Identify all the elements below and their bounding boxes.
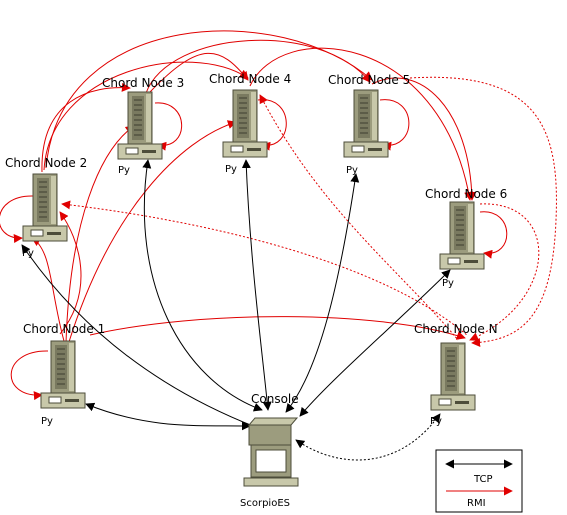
node-1-sub: Py [41,416,53,427]
console-label: Console [251,392,299,406]
legend-tcp: TCP [473,474,493,485]
node-2-sub: Py [22,248,34,259]
server-icon [22,173,68,242]
node-4[interactable]: Chord Node 4 Py [209,72,291,175]
legend-rmi: RMI [467,498,486,509]
node-n-sub: Py [430,416,442,427]
server-icon [439,201,485,270]
node-n-label: Chord Node N [414,322,498,336]
node-5-sub: Py [346,165,358,176]
node-3-label: Chord Node 3 [102,76,184,90]
node-2-label: Chord Node 2 [5,156,87,170]
console-sub: ScorpioES [240,498,290,509]
tcp-links [21,159,451,431]
node-6[interactable]: Chord Node 6 Py [425,187,507,289]
node-5-label: Chord Node 5 [328,73,410,87]
workstation-icon [243,417,299,487]
node-4-sub: Py [225,164,237,175]
node-3-sub: Py [118,165,130,176]
node-1[interactable]: Chord Node 1 Py [23,322,105,427]
node-n[interactable]: Chord Node N Py [414,322,498,427]
console[interactable]: Console ScorpioES [240,392,299,509]
node-2[interactable]: Chord Node 2 Py [5,156,87,259]
tcp-dashed-link [295,413,441,461]
legend: TCP RMI [435,449,523,513]
node-6-label: Chord Node 6 [425,187,507,201]
node-1-label: Chord Node 1 [23,322,105,336]
node-4-label: Chord Node 4 [209,72,291,86]
node-5[interactable]: Chord Node 5 Py [328,73,410,176]
node-3[interactable]: Chord Node 3 Py [102,76,184,176]
server-icon [117,91,163,160]
server-icon [430,342,476,411]
node-6-sub: Py [442,278,454,289]
